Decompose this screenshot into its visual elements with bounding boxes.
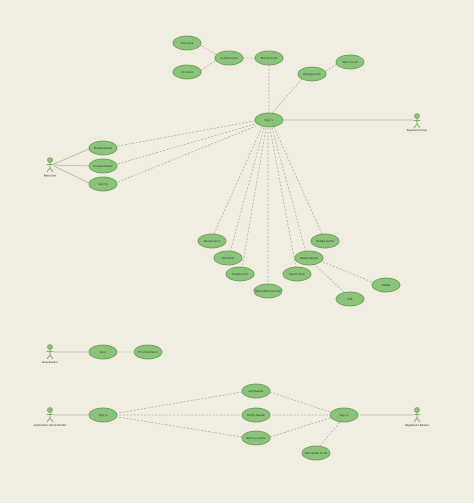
actor-application-administrator[interactable]: Application Administrator bbox=[34, 407, 68, 427]
edge-signin-searchbook bbox=[269, 127, 297, 269]
use-case-label: Sign in bbox=[99, 413, 108, 417]
actor-label: Registered User bbox=[407, 128, 429, 132]
use-case-update-profile[interactable]: Update profile bbox=[310, 233, 340, 249]
use-case-label: Send bbox=[100, 350, 107, 354]
use-case-label: Remove reader bbox=[246, 436, 267, 440]
edge-removereader-signin-reader bbox=[269, 417, 331, 438]
actor-new-user[interactable]: New User bbox=[44, 157, 57, 178]
actor-label: Registered Reader bbox=[405, 423, 430, 427]
use-case-label: Add Reader bbox=[248, 389, 264, 393]
actor-registered-reader[interactable]: Registered Reader bbox=[405, 407, 430, 427]
use-case-browse-books[interactable]: Browse Books bbox=[88, 140, 118, 156]
use-case-label: Delete book bbox=[232, 272, 248, 276]
use-case-browse-reader[interactable]: Browse Reader bbox=[88, 158, 118, 174]
use-case-delete-reader[interactable]: Delete Reader bbox=[294, 250, 324, 266]
use-case-remove-reader[interactable]: Remove reader bbox=[241, 430, 271, 446]
use-case-send[interactable]: Send bbox=[88, 344, 118, 360]
use-case-confirm-book[interactable]: Confirm book bbox=[214, 50, 244, 66]
use-case-return-borrow-book[interactable]: Return/Borrow book bbox=[253, 283, 283, 299]
use-case-label: Update profile bbox=[316, 239, 335, 243]
use-case-review-book[interactable]: Review book bbox=[197, 233, 227, 249]
use-case-label: Sign in bbox=[265, 118, 274, 122]
use-case-label: Browse Reader bbox=[93, 164, 113, 168]
edge-newuser-browsereader bbox=[53, 164, 90, 167]
use-case-delete[interactable]: Delete bbox=[371, 277, 401, 293]
use-case-label: Fill information bbox=[138, 350, 158, 354]
use-case-label: Search book bbox=[289, 272, 306, 276]
use-case-add-book[interactable]: Add book bbox=[172, 64, 202, 80]
use-case-borrow-book[interactable]: Borrow book bbox=[254, 50, 284, 66]
edge-signin-deletereader bbox=[271, 127, 307, 253]
use-case-label: Browse Books bbox=[94, 146, 113, 150]
use-case-search-book[interactable]: Search book bbox=[282, 266, 312, 282]
edge-browsebooks-signin bbox=[117, 120, 255, 147]
edge-find-confirm bbox=[197, 43, 218, 56]
use-case-label: Sign in bbox=[340, 413, 349, 417]
edge-signin-deletebook bbox=[241, 127, 267, 269]
use-case-label: Edit book bbox=[222, 256, 235, 260]
edge-manage-signin bbox=[271, 78, 303, 114]
use-case-sign-in[interactable]: Sign in bbox=[254, 112, 284, 128]
use-case-fill-information[interactable]: Fill information bbox=[133, 344, 163, 360]
use-case-edit[interactable]: Edit bbox=[335, 291, 365, 307]
use-case-return-book[interactable]: Return book bbox=[335, 54, 365, 70]
use-case-label: Add reader to list bbox=[305, 451, 327, 455]
use-case-modify-reader[interactable]: Modify Reader bbox=[241, 407, 271, 423]
use-case-label: Sign Up bbox=[98, 182, 108, 186]
use-case-label: Return book bbox=[342, 60, 358, 64]
edge-addreader-signin-admin bbox=[117, 391, 243, 414]
edge-removereader-signin-admin bbox=[117, 416, 243, 438]
edge-newuser-browsebooks bbox=[53, 148, 90, 165]
edge-manage-return bbox=[325, 63, 338, 72]
edge-newuser-signup bbox=[53, 165, 90, 184]
use-case-label: Manage book bbox=[303, 72, 321, 76]
edge-addreader-signin-reader bbox=[269, 391, 331, 413]
edge-add-confirm bbox=[197, 59, 218, 73]
use-case-edit-book[interactable]: Edit book bbox=[213, 250, 243, 266]
use-case-label: Confirm book bbox=[220, 56, 238, 60]
use-case-add-reader[interactable]: Add Reader bbox=[241, 383, 271, 399]
use-case-sign-in-reader[interactable]: Sign in bbox=[329, 407, 359, 423]
use-case-sign-up[interactable]: Sign Up bbox=[88, 176, 118, 192]
edge-browsereader-signin bbox=[117, 123, 256, 165]
edge-signup-signin bbox=[117, 125, 257, 183]
edge-signin-updateprofile bbox=[273, 126, 323, 235]
edge-signin-reviewbook bbox=[213, 126, 263, 235]
use-case-manage-book[interactable]: Manage book bbox=[297, 66, 327, 82]
use-case-label: Return/Borrow book bbox=[255, 289, 281, 293]
actor-label: Application Administrator bbox=[34, 423, 68, 427]
use-case-label: Edit bbox=[347, 297, 352, 301]
use-case-label: Modify Reader bbox=[247, 413, 267, 417]
connectors bbox=[53, 43, 413, 447]
use-case-label: Delete bbox=[382, 283, 391, 287]
use-case-label: Delete Reader bbox=[300, 256, 319, 260]
actor-label: New User bbox=[44, 174, 57, 178]
use-case-find-book[interactable]: Find book bbox=[172, 35, 202, 51]
actor-new-reader[interactable]: New Reader bbox=[42, 344, 59, 364]
use-case-delete-book[interactable]: Delete book bbox=[225, 266, 255, 282]
edge-signin-editbook bbox=[229, 127, 265, 253]
use-case-label: Add book bbox=[181, 70, 194, 74]
edge-deletereader-edit bbox=[313, 263, 345, 293]
use-case-sign-in-admin[interactable]: Sign in bbox=[88, 407, 118, 423]
use-case-add-reader-to-list[interactable]: Add reader to list bbox=[301, 445, 331, 461]
use-case-label: Find book bbox=[181, 41, 194, 45]
edge-addtolist-signin-reader bbox=[319, 421, 341, 447]
edge-deletereader-delete bbox=[322, 261, 373, 283]
use-case-label: Review book bbox=[204, 239, 221, 243]
actor-registered-user[interactable]: Registered User bbox=[407, 113, 429, 132]
actor-label: New Reader bbox=[42, 360, 59, 364]
use-case-label: Borrow book bbox=[261, 56, 278, 60]
